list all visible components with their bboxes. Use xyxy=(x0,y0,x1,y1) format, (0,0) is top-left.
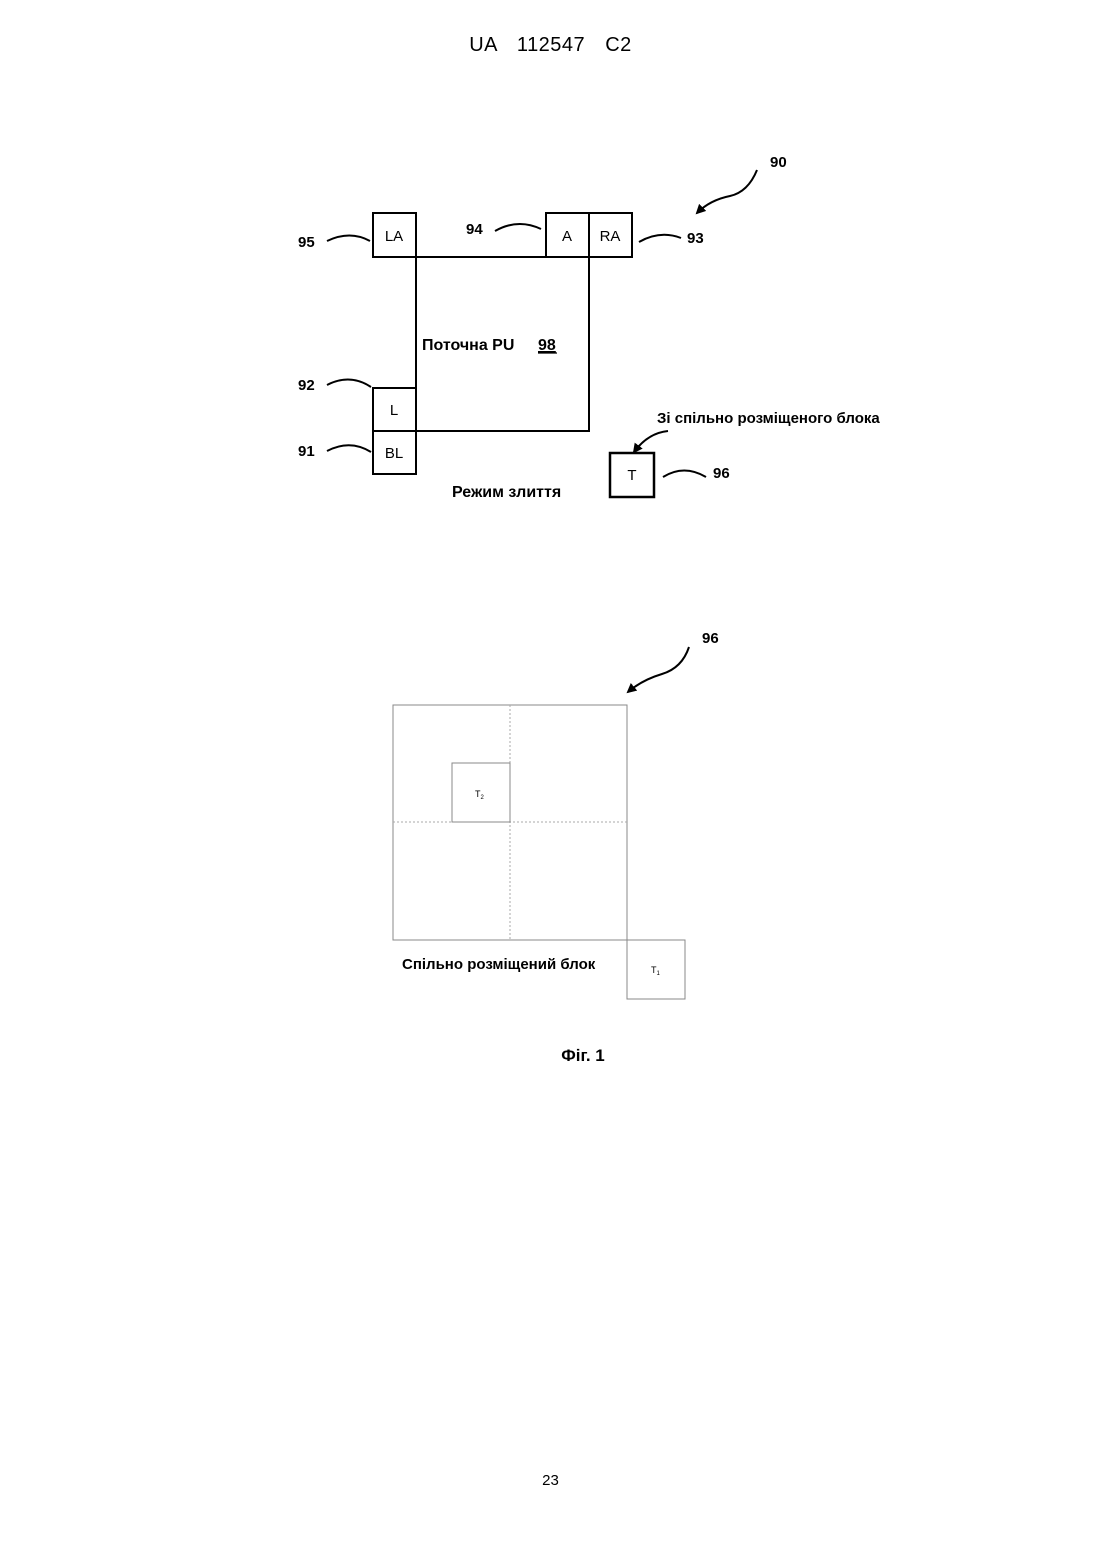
current-pu-ref: 98 xyxy=(538,337,556,354)
label-l: L xyxy=(390,402,398,419)
page-number: 23 xyxy=(0,1472,1101,1489)
ref-91: 91 xyxy=(298,443,315,460)
arrow-90 xyxy=(697,170,757,213)
label-t: T xyxy=(627,467,636,484)
label-ra: RA xyxy=(600,228,621,245)
block-t2 xyxy=(452,763,510,822)
ref-95: 95 xyxy=(298,234,315,251)
arrow-96 xyxy=(628,647,689,692)
label-a: A xyxy=(562,228,572,245)
merge-mode-label: Режим злиття xyxy=(452,484,561,501)
label-t1: T1 xyxy=(651,965,661,977)
ref-92: 92 xyxy=(298,377,315,394)
ref-90: 90 xyxy=(770,154,787,171)
colocated-arrow xyxy=(634,431,668,452)
colocated-block-diagram: T2 T1 Спільно розміщений блок 96 xyxy=(393,630,719,999)
ref-93: 93 xyxy=(687,230,704,247)
figure-caption: Фіг. 1 xyxy=(561,1046,605,1065)
ref-96-top: 96 xyxy=(713,465,730,482)
label-la: LA xyxy=(385,228,403,245)
current-pu-label: Поточна PU xyxy=(422,337,514,354)
merge-mode-diagram: LA A RA L BL T Поточна PU 98 Зі спільно … xyxy=(298,154,880,501)
ref-96-bottom: 96 xyxy=(702,630,719,647)
ref-94: 94 xyxy=(466,221,483,238)
label-t2: T2 xyxy=(475,789,485,801)
colocated-block-label: Спільно розміщений блок xyxy=(402,956,596,973)
label-bl: BL xyxy=(385,445,403,462)
colocated-source-label: Зі спільно розміщеного блока xyxy=(657,410,880,427)
